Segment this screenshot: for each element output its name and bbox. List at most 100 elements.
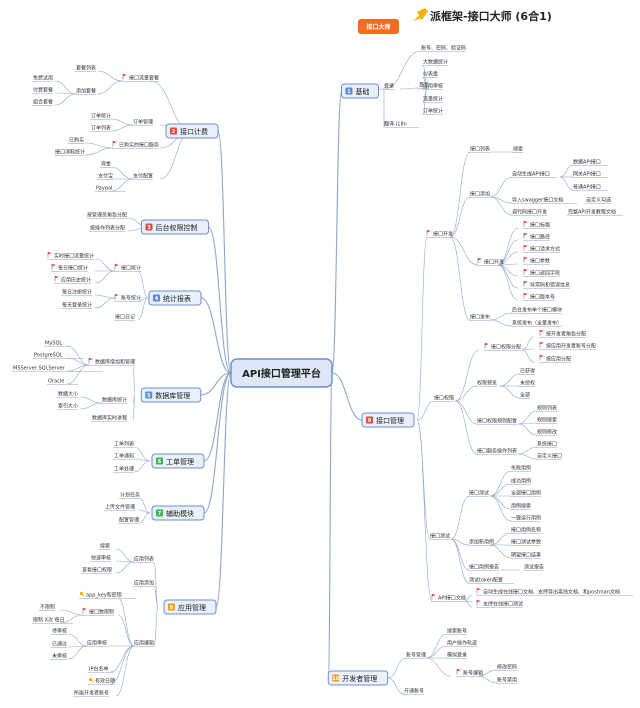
mindmap-node[interactable]: 按应用分配 [539, 355, 571, 363]
mindmap-node[interactable]: Oracle [47, 379, 78, 385]
mindmap-node[interactable]: 订单统计 [422, 108, 443, 115]
mindmap-node[interactable]: 接口权限分配 [484, 343, 521, 351]
mindmap-node[interactable]: 应用审核 [86, 640, 107, 647]
mindmap-node[interactable]: 应用审核 [422, 83, 443, 90]
mindmap-node[interactable]: 自动生成API接口 [511, 171, 557, 178]
mindmap-node[interactable]: 索引大小 [57, 403, 78, 410]
mindmap-node[interactable]: 接口流量套餐 [122, 74, 159, 82]
mindmap-node[interactable]: 接口统计 [114, 264, 141, 272]
mindmap-node[interactable]: 套餐列表 [75, 65, 96, 72]
mindmap-node[interactable]: 快速审核 [90, 555, 111, 562]
mindmap-node[interactable]: 工单通知 [113, 453, 134, 460]
mindmap-node[interactable]: 免费试用 [32, 75, 53, 82]
mindmap-node[interactable]: 修改密码 [496, 664, 517, 671]
mindmap-node[interactable]: 账号编辑 [456, 669, 483, 677]
mindmap-node[interactable]: 上传文件管理 [104, 504, 135, 511]
mindmap-node[interactable]: 接口权限 [433, 395, 454, 402]
mindmap-node[interactable]: 自定义勾选 [585, 197, 611, 204]
mindmap-node[interactable]: 期望接口结果 [510, 552, 541, 559]
mindmap-node[interactable]: 接口测试 [429, 533, 450, 540]
mindmap-node[interactable]: 大数据统计 [422, 59, 448, 66]
mindmap-node[interactable]: 添加套餐 [75, 88, 96, 95]
mindmap-node[interactable]: 按开发者角色分配 [539, 330, 586, 338]
mindmap-node[interactable]: 后台发布单个接口模块 [511, 307, 562, 314]
mindmap-node[interactable]: 支持在线接口测试 [476, 600, 523, 608]
mindmap-node[interactable]: 账号、密码、验证码 [420, 45, 466, 52]
mindmap-node[interactable]: 数据库实时进程 [91, 415, 127, 422]
mindmap-node[interactable]: 接口版本号 [523, 293, 555, 301]
mindmap-node[interactable]: API接口文档 [431, 594, 473, 602]
mindmap-node[interactable]: 订单统计 [90, 113, 111, 120]
mindmap-node[interactable]: 应用历史统计 [54, 276, 91, 284]
mindmap-node[interactable]: 登录 [383, 83, 394, 90]
mindmap-node[interactable]: 未授权 [519, 380, 535, 387]
mindmap-node[interactable]: 接口用例名称 [510, 527, 541, 534]
mindmap-node[interactable]: 权限预览 [476, 380, 497, 387]
mindmap-node[interactable]: 不限制 [39, 604, 55, 611]
mindmap-node[interactable]: 调代码接口开发 [511, 209, 547, 216]
mindmap-node[interactable]: 配置管理 [118, 517, 139, 524]
mindmap-node[interactable]: 失败用例 [510, 465, 531, 472]
mindmap-node[interactable]: 测试报告 [523, 564, 544, 571]
mindmap-node[interactable]: Paypal [95, 186, 126, 192]
mindmap-node[interactable]: 待审核 [51, 628, 67, 635]
mindmap-node[interactable]: 添加新用例 [468, 539, 494, 546]
mindmap-node[interactable]: 接口参数 [523, 257, 550, 265]
mindmap-node[interactable]: 接口发布 [469, 314, 490, 321]
mindmap-node[interactable]: 已购买的接口服务 [112, 141, 159, 149]
mindmap-node[interactable]: PostgreSQL [33, 353, 84, 359]
mindmap-node[interactable]: MySQL [44, 341, 70, 347]
mindmap-node[interactable]: 工单处理 [113, 466, 134, 473]
mindmap-node[interactable]: 接口列表 [469, 146, 490, 153]
mindmap-node[interactable]: 已购买 [68, 137, 84, 144]
mindmap-node[interactable]: 接口添加 [469, 191, 490, 198]
mindmap-node[interactable]: 仪表盘 [422, 71, 438, 78]
mindmap-node[interactable]: 接口返回字段 [523, 269, 560, 277]
mindmap-node[interactable]: 接口数限制 [82, 608, 114, 616]
mindmap-node[interactable]: 付费套餐 [32, 87, 53, 94]
mindmap-node[interactable]: 每天登录统计 [61, 302, 92, 309]
mindmap-node[interactable]: 接口开发 [426, 230, 453, 238]
mindmap-node[interactable]: 全部接口用例 [510, 490, 541, 497]
mindmap-node[interactable]: 一键运行用例 [510, 515, 541, 522]
mindmap-node[interactable]: 接口标题 [523, 221, 550, 229]
mindmap-node[interactable]: 已通过 [51, 641, 67, 648]
mindmap-node[interactable]: 规则搜索 [536, 417, 557, 424]
mindmap-node[interactable]: 应用列表 [133, 556, 154, 563]
mindmap-node[interactable]: 计划任务 [119, 492, 140, 499]
mindmap-node[interactable]: 支付配置 [132, 173, 153, 180]
mindmap-node[interactable]: 搜索 [512, 146, 523, 153]
mindmap-node[interactable]: app_key和密钥 [79, 592, 136, 599]
mindmap-node[interactable]: 数据库统计 [101, 397, 127, 404]
mindmap-node[interactable]: 现金 [100, 161, 111, 168]
mindmap-node[interactable]: 接口日记 [114, 314, 135, 321]
mindmap-node[interactable]: 组合套餐 [32, 99, 53, 106]
mindmap-node[interactable]: 订单管理 [132, 119, 153, 126]
mindmap-node[interactable]: 支付宝 [97, 173, 113, 180]
mindmap-node[interactable]: 所属开发者账号 [73, 690, 109, 697]
mindmap-node[interactable]: 全部 [519, 392, 530, 399]
mindmap-node[interactable]: 接口路径 [523, 233, 550, 241]
mindmap-node[interactable]: 按管理员角色分配 [86, 212, 127, 219]
mindmap-node[interactable]: 限制 X次 每日 [32, 617, 73, 624]
mindmap-node[interactable]: 已获得 [519, 368, 535, 375]
mindmap-node[interactable]: 异常码和错误信息 [523, 281, 570, 289]
mindmap-node[interactable]: 系统发布（全量发布） [511, 320, 562, 327]
mindmap-node[interactable]: 流量统计 [422, 96, 443, 103]
mindmap-node[interactable]: 完整API开发教程文档 [567, 209, 623, 216]
mindmap-node[interactable]: 普通API接口 [572, 184, 608, 191]
mindmap-node[interactable]: 接口开发 [477, 258, 504, 266]
mindmap-node[interactable]: 接口用例报告 [468, 564, 499, 571]
central-topic[interactable]: API接口管理平台 [230, 358, 333, 388]
mindmap-node[interactable]: 未审核 [51, 653, 67, 660]
mindmap-node[interactable]: 订单列表 [90, 125, 111, 132]
mindmap-node[interactable]: 账号禁用 [496, 677, 517, 684]
